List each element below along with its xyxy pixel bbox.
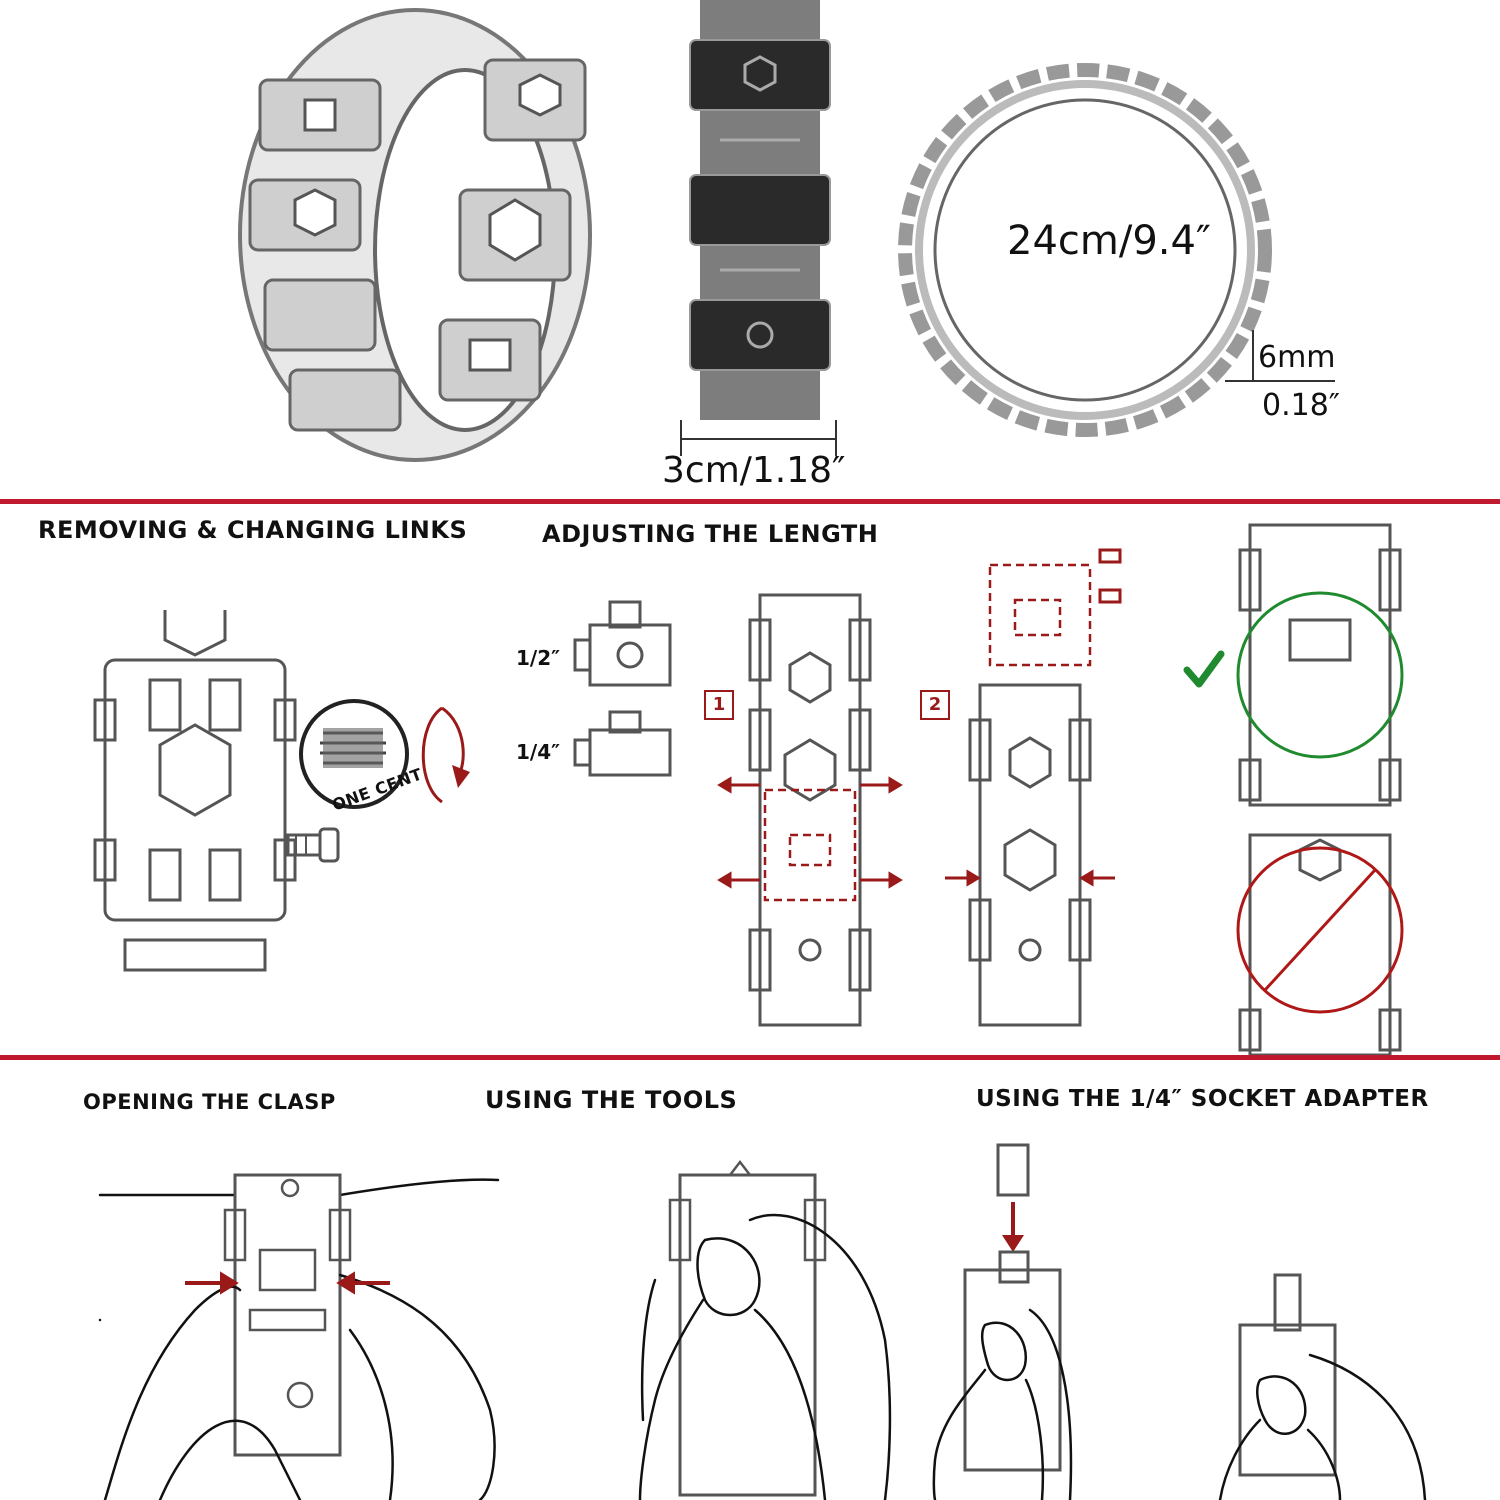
thickness-dimension-line (1252, 330, 1254, 382)
circumference-label: 24cm/9.4″ (1007, 218, 1211, 264)
socket-adapter-illustration-2 (1218, 1273, 1427, 1500)
step-2-chain-diagram (945, 683, 1115, 1027)
coin-icon (299, 699, 409, 809)
adjusting-section-title: ADJUSTING THE LENGTH (542, 520, 879, 548)
clasp-section-title: OPENING THE CLASP (83, 1090, 336, 1114)
forbidden-icon (1236, 833, 1404, 1057)
quarter-link-label: 1/4″ (516, 740, 561, 764)
screw-icon (286, 827, 340, 863)
check-icon (1183, 650, 1225, 688)
width-dimension-tick-left (680, 420, 682, 456)
step-2-removed-link (988, 548, 1122, 667)
width-dimension-tick-right (835, 420, 837, 456)
width-dimension-line (680, 438, 837, 440)
bracelet-side-ring-illustration (898, 63, 1272, 437)
clasp-opening-illustration (98, 1173, 500, 1500)
socket-section-title: USING THE 1/4″ SOCKET ADAPTER (976, 1086, 1429, 1112)
thickness-in-label: 0.18″ (1262, 388, 1341, 423)
rotate-arrow-icon (421, 706, 470, 804)
thickness-mm-label: 6mm (1258, 340, 1336, 375)
width-dimension-label: 3cm/1.18″ (662, 450, 846, 491)
step-2-marker: 2 (920, 690, 950, 720)
socket-adapter-illustration-1 (932, 1143, 1073, 1500)
tools-section-title: USING THE TOOLS (485, 1086, 738, 1114)
step-1-marker: 1 (704, 690, 734, 720)
half-link-diagram (573, 600, 672, 687)
correct-clasp-diagram (1236, 523, 1404, 807)
thickness-dimension-tick (1225, 380, 1335, 382)
half-link-label: 1/2″ (516, 646, 561, 670)
section-divider (0, 499, 1500, 504)
removing-section-title: REMOVING & CHANGING LINKS (38, 516, 468, 544)
using-tools-illustration (638, 1159, 892, 1500)
section-divider (0, 1055, 1500, 1060)
bracelet-front-illustration (689, 0, 831, 420)
bracelet-perspective-illustration (238, 8, 592, 462)
quarter-link-diagram (573, 710, 672, 777)
step-1-chain-diagram (717, 593, 903, 1027)
removing-link-diagram (93, 610, 297, 972)
